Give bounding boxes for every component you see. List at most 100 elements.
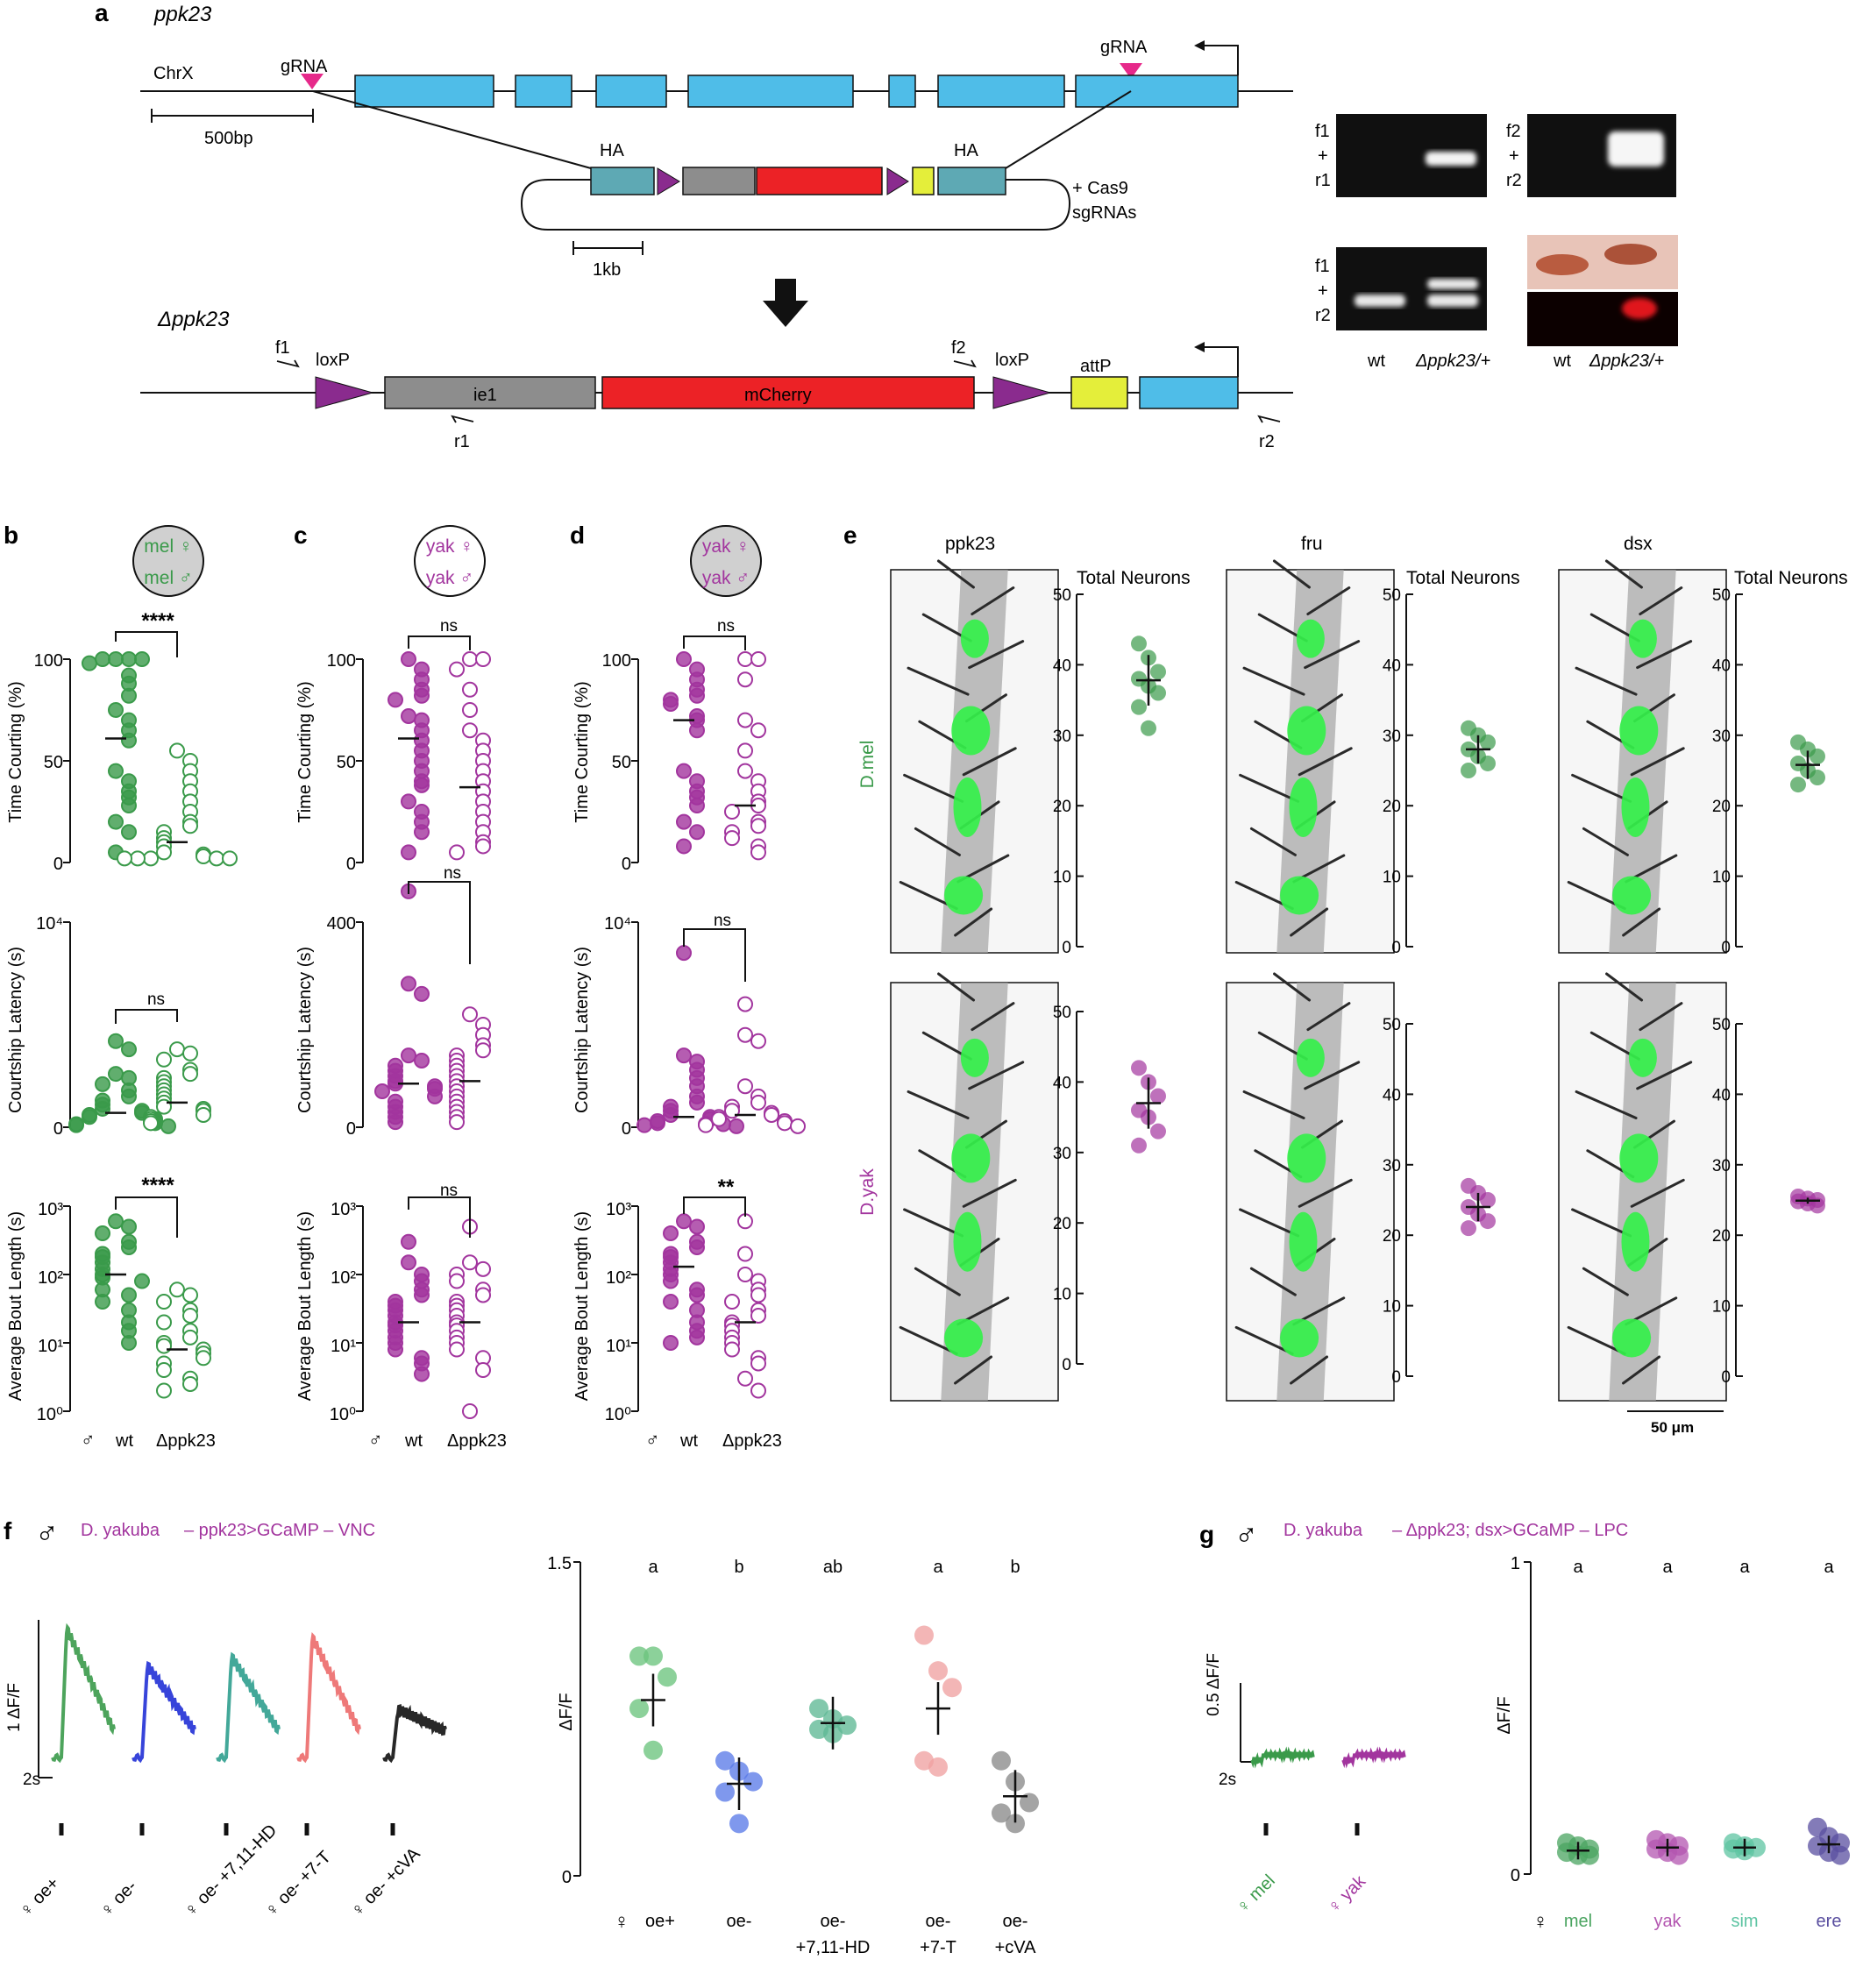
c-time-mut-point-1 — [475, 651, 491, 667]
pair-icon-c-female: yak ♀ — [426, 536, 473, 557]
pair-icon-b-circle — [132, 525, 204, 597]
b-bout-mut-point-16 — [182, 1375, 198, 1392]
bristle-dsx-mel-7 — [1630, 747, 1685, 777]
d-latency-wt-point-14 — [650, 1115, 665, 1132]
d-time-ticks: 100 50 0 — [602, 651, 631, 874]
f-point-3-2 — [942, 1678, 962, 1698]
e-axis-2-ticklabel-1: 10 — [1712, 869, 1731, 887]
e-axis-2-ticklabel-5: 50 — [1712, 586, 1731, 605]
e-axis-1-point-5 — [1480, 755, 1496, 771]
e-axis-4-point-2 — [1480, 1192, 1496, 1208]
d-bout-wt-point-13 — [663, 1294, 679, 1310]
c-bout-tick-2: 10² — [331, 1268, 356, 1288]
bristle-fru-mel-1 — [1306, 586, 1351, 616]
neuron-cluster-ppk23-yak-3 — [944, 1318, 984, 1358]
b-latency-mut-point-15 — [196, 1106, 211, 1123]
d-time-mut-point-2 — [737, 671, 753, 688]
c-bout-tick-0: 10⁰ — [330, 1405, 356, 1424]
neuron-cluster-fru-yak-1 — [1287, 1133, 1326, 1183]
bristle-fru-yak-8 — [1239, 1208, 1300, 1238]
bristle-fru-mel-7 — [1298, 747, 1353, 777]
leg-micrographs — [890, 559, 1727, 1402]
b-bout-wt-point-0 — [108, 1213, 124, 1230]
bristle-ppk23-mel-0 — [936, 559, 975, 589]
bristle-ppk23-yak-12 — [899, 1325, 958, 1355]
e-axis-5-ticklabel-0: 0 — [1721, 1368, 1731, 1387]
d-time-mut-point-4 — [750, 722, 766, 739]
c-bout-wt-point-5 — [414, 1287, 430, 1303]
b-bout-mut-point-12 — [196, 1350, 211, 1367]
d-time-mut-point-5 — [737, 742, 753, 759]
g-point-0-5 — [1580, 1845, 1599, 1865]
bristle-fru-mel-13 — [1290, 907, 1329, 937]
f-point-0-2 — [658, 1667, 677, 1687]
bristle-fru-yak-3 — [1304, 1061, 1361, 1090]
f-xlabel-4-1: +cVA — [995, 1938, 1037, 1957]
e-col-title-fru: fru — [1301, 534, 1323, 554]
e-axis-1-ticklabel-1: 10 — [1383, 869, 1401, 887]
panel-g-letter: g — [1199, 1521, 1214, 1548]
panel-b-letter: b — [4, 522, 18, 549]
exon-2 — [515, 75, 572, 108]
f-male-symbol: ♂ — [35, 1514, 59, 1550]
gel3-band-wt — [1355, 295, 1405, 307]
c-sig-time: ns — [440, 617, 458, 635]
d-bout-mut-point-5 — [750, 1287, 766, 1303]
gel1-r1-label: r1 — [1315, 171, 1331, 190]
neuron-cluster-ppk23-yak-2 — [953, 1211, 982, 1272]
homology-line-right — [1005, 90, 1132, 169]
b-time-wt-point-0 — [108, 651, 124, 667]
f-point-1-0 — [715, 1750, 735, 1771]
primer-f2 — [953, 359, 977, 368]
c-bout-mut-point-18 — [475, 1362, 491, 1379]
mutant-exon — [1139, 376, 1239, 409]
d-latency-wt-point-7 — [689, 1094, 705, 1111]
scale-1kb-label: 1kb — [593, 260, 621, 280]
d-latency-mut-point-13 — [777, 1115, 793, 1132]
e-axis-0-point-5 — [1150, 685, 1166, 701]
bristle-dsx-mel-10 — [1582, 827, 1629, 856]
g-ylabel: ΔF/F — [1495, 1696, 1514, 1734]
d-time-wt-point-9 — [689, 722, 705, 739]
b-time-mut-point-18 — [130, 850, 146, 867]
exon-4 — [687, 75, 854, 108]
primer-f1 — [276, 359, 300, 368]
d-bout-mut-point-17 — [737, 1370, 753, 1387]
c-bout-mut-point-6 — [475, 1287, 491, 1303]
c-time-mut-point-18 — [449, 844, 465, 861]
d-ylabel-latency: Courtship Latency (s) — [572, 947, 592, 1113]
b-bout-mut-point-17 — [156, 1382, 172, 1399]
e-axis-3-point-6 — [1131, 1137, 1147, 1154]
d-time-mut-point-0 — [737, 651, 753, 667]
d-time-mut-point-11 — [724, 804, 740, 820]
b-time-wt-point-1 — [121, 651, 137, 667]
d-latency-wt-point-0 — [676, 945, 692, 962]
f-ylabel: ΔF/F — [557, 1693, 576, 1730]
bristle-ppk23-yak-10 — [914, 1267, 961, 1296]
c-latency-wt-point-3 — [401, 1047, 416, 1064]
bristle-ppk23-yak-13 — [954, 1355, 993, 1385]
b-latency-wt-point-18 — [68, 1117, 84, 1133]
b-bout-mut-point-5 — [156, 1314, 172, 1331]
d-xlabels: ♂ wt Δppk23 — [645, 1429, 782, 1451]
d-time-wt-point-17 — [676, 838, 692, 855]
c-xlabels: ♂ wt Δppk23 — [368, 1429, 507, 1451]
mutant-loxp-1 — [315, 376, 374, 409]
d-latency-mut-point-3 — [737, 1078, 753, 1095]
f-xlabel-4-0: oe- — [1003, 1912, 1028, 1931]
bristle-fru-mel-8 — [1239, 773, 1300, 803]
e-axis-4-ticklabel-5: 50 — [1383, 1016, 1401, 1034]
b-bout-wt-point-11 — [134, 1273, 150, 1289]
fly-mut-fluor — [1622, 298, 1657, 319]
gene-title: ppk23 — [153, 3, 212, 26]
e-axis-1-ticklabel-2: 20 — [1383, 798, 1401, 816]
e-axis-2-ticklabel-2: 20 — [1712, 798, 1731, 816]
e-col-title-dsx: dsx — [1624, 534, 1653, 554]
bristle-dsx-yak-8 — [1571, 1208, 1632, 1238]
mutant-ie1 — [384, 376, 596, 409]
b-time-wt-point-2 — [95, 651, 110, 667]
bristle-ppk23-mel-13 — [954, 907, 993, 937]
fly-wt-body — [1536, 254, 1589, 275]
g-xlabel-0: mel — [1564, 1912, 1592, 1931]
